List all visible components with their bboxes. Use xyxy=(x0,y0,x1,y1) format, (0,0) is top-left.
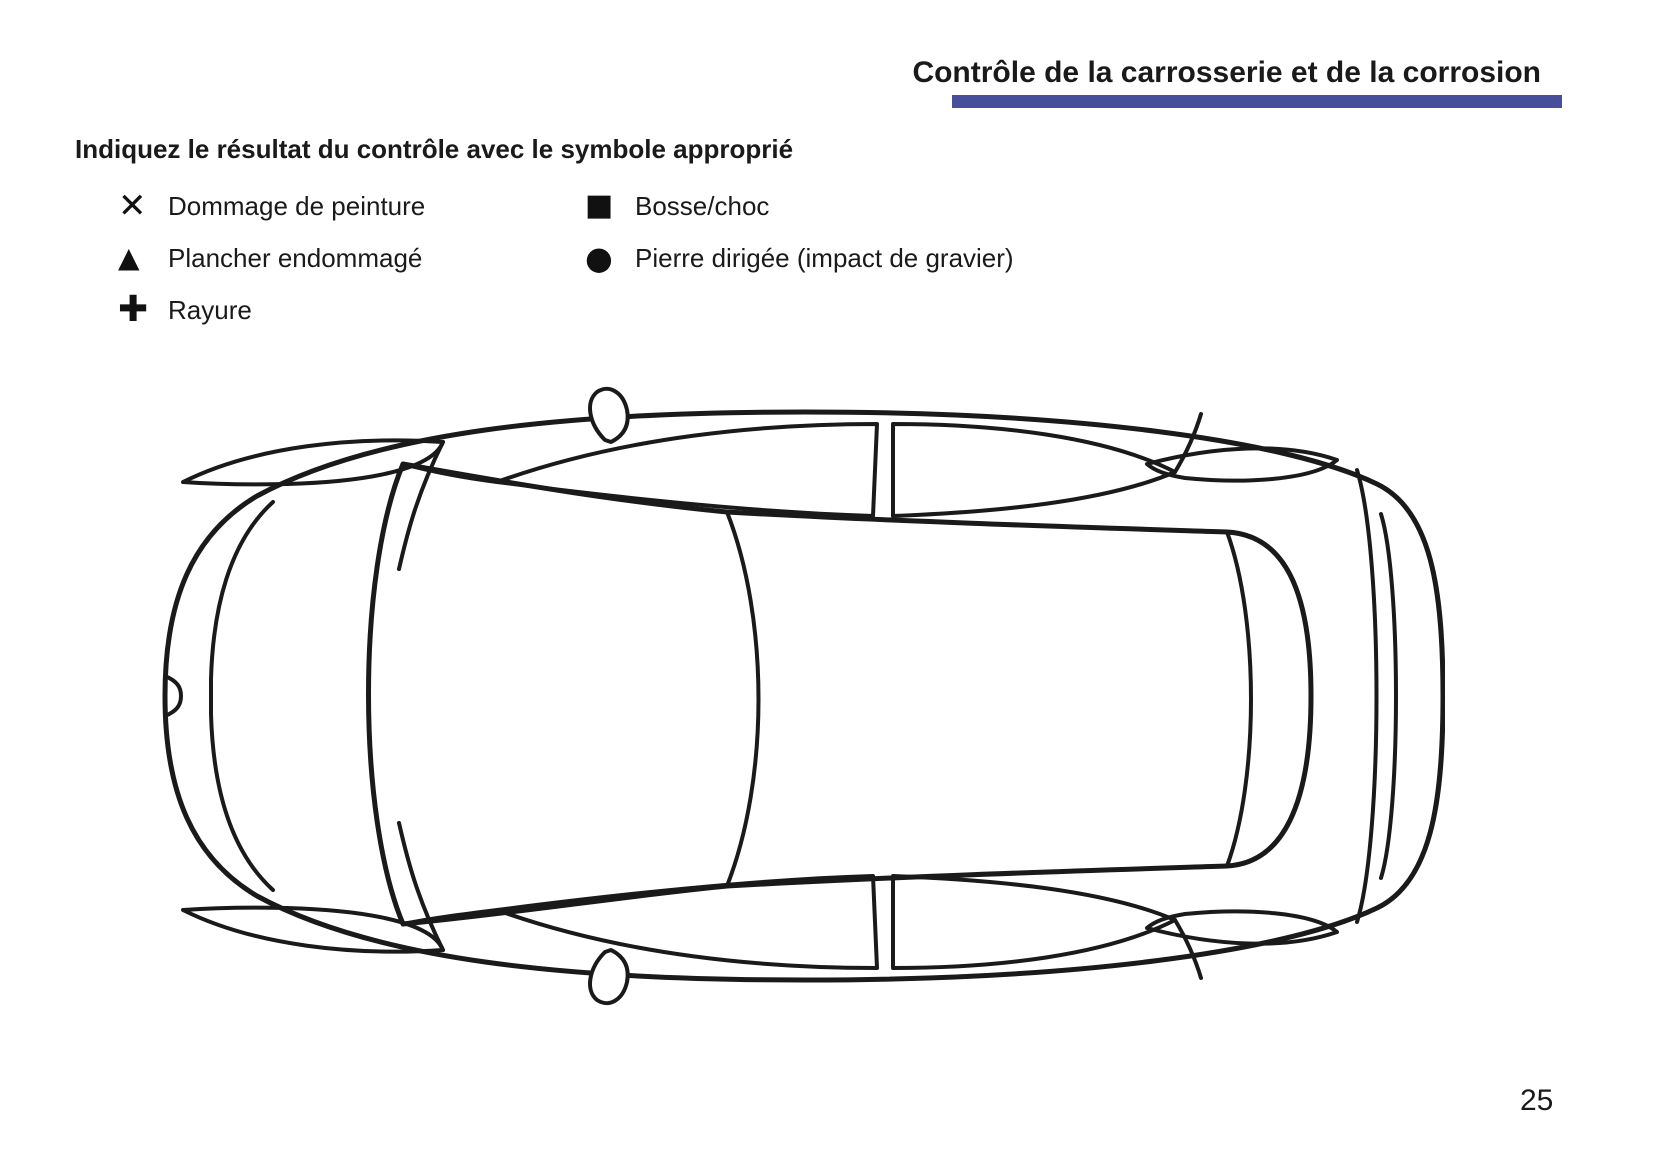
rear-light-right xyxy=(1145,909,1339,946)
legend-item-dent: ■ Bosse/choc xyxy=(585,180,1014,232)
front-bumper-line xyxy=(209,500,275,892)
hood-line-top xyxy=(397,440,445,571)
circle-icon: ● xyxy=(585,239,613,277)
headlight-right xyxy=(181,905,445,954)
a-pillar-line-top xyxy=(401,462,499,484)
rear-right-window xyxy=(891,874,1177,970)
windshield-top-edge xyxy=(725,510,761,888)
c-pillar-line-top xyxy=(1173,412,1203,474)
symbol-legend-right-column: ■ Bosse/choc ● Pierre dirigée (impact de… xyxy=(585,180,1014,284)
front-right-window xyxy=(495,874,879,970)
square-icon: ■ xyxy=(585,188,614,223)
c-pillar-line-bottom xyxy=(1173,918,1203,980)
front-edge-notch xyxy=(163,674,183,718)
legend-item-paint-damage: ✕ Dommage de peinture xyxy=(118,180,425,232)
trunk-line-outer xyxy=(1355,468,1379,924)
instruction-text: Indiquez le résultat du contrôle avec le… xyxy=(75,134,794,164)
plus-icon: ✚ xyxy=(118,289,149,330)
greenhouse-outline xyxy=(366,461,1314,927)
legend-item-scratch: ✚ Rayure xyxy=(118,284,425,336)
legend-label: Bosse/choc xyxy=(635,190,770,221)
side-mirror-right xyxy=(588,948,630,1006)
front-left-window xyxy=(495,422,879,518)
legend-item-floor-damage: ▲ Plancher endommagé xyxy=(118,232,425,284)
legend-label: Plancher endommagé xyxy=(168,242,423,273)
a-pillar-line-bottom xyxy=(401,908,499,926)
page-number: 25 xyxy=(1520,1084,1554,1117)
legend-label: Pierre dirigée (impact de gravier) xyxy=(635,242,1014,273)
rear-light-left xyxy=(1145,446,1339,483)
car-body-outline xyxy=(162,409,1445,983)
side-mirror-left xyxy=(588,386,630,444)
legend-label: Dommage de peinture xyxy=(168,190,426,221)
hood-line-bottom xyxy=(397,821,445,952)
title-underline-bar xyxy=(952,95,1562,108)
car-top-view-diagram xyxy=(162,386,1445,1006)
rear-left-window xyxy=(891,422,1177,518)
symbol-legend-left-column: ✕ Dommage de peinture ▲ Plancher endomma… xyxy=(118,180,425,336)
page-title: Contrôle de la carrosserie et de la corr… xyxy=(912,56,1541,89)
rear-window-edge xyxy=(1225,530,1253,868)
headlight-left xyxy=(181,438,445,487)
legend-label: Rayure xyxy=(168,294,252,325)
triangle-icon: ▲ xyxy=(118,241,140,274)
x-mark-icon: ✕ xyxy=(118,186,147,226)
trunk-line-inner xyxy=(1379,512,1398,880)
legend-item-stone-chip: ● Pierre dirigée (impact de gravier) xyxy=(585,232,1014,284)
